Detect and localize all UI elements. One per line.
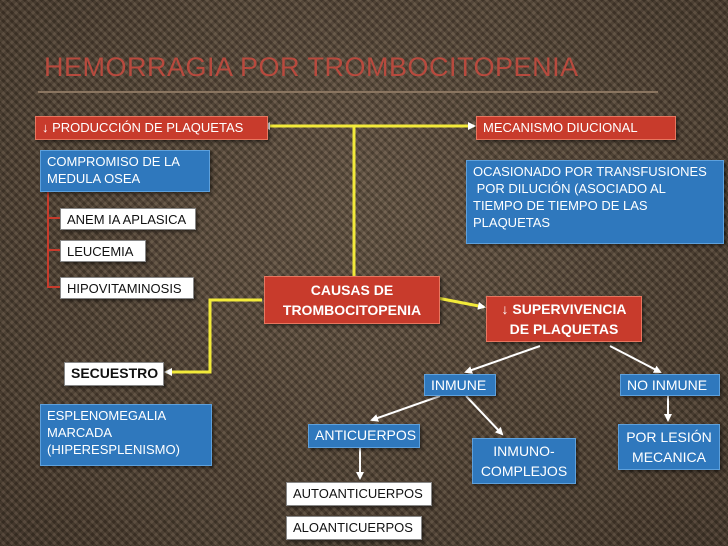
connector-causas-supervivencia xyxy=(431,295,486,310)
connector-supervivencia-inmune xyxy=(464,345,541,374)
node-causas-trombocitopenia: CAUSAS DE TROMBOCITOPENIA xyxy=(264,276,440,324)
node-ocasionado-line3: TIEMPO DE TIEMPO DE LAS xyxy=(473,198,648,213)
node-ocasionado-line1: OCASIONADO POR TRANSFUSIONES xyxy=(473,164,707,179)
node-produccion-label: ↓ PRODUCCIÓN DE PLAQUETAS xyxy=(42,120,244,135)
node-leucemia: LEUCEMIA xyxy=(60,240,146,262)
node-inmune: INMUNE xyxy=(424,374,496,396)
node-aloanticuerpos: ALOANTICUERPOS xyxy=(286,516,422,540)
node-esplenomegalia-line3: (HIPERESPLENISMO) xyxy=(47,442,180,457)
node-leucemia-label: LEUCEMIA xyxy=(67,244,134,259)
node-causas-line1: CAUSAS DE xyxy=(310,282,394,298)
node-no-inmune: NO INMUNE xyxy=(620,374,720,396)
node-no-inmune-label: NO INMUNE xyxy=(627,377,708,393)
node-secuestro-label: SECUESTRO xyxy=(71,365,159,381)
node-supervivencia-line1: ↓ SUPERVIVENCIA xyxy=(501,301,627,317)
node-inmunocomplejos-line1: INMUNO- xyxy=(493,443,555,459)
node-causas-line2: TROMBOCITOPENIA xyxy=(282,302,422,318)
node-aloanticuerpos-label: ALOANTICUERPOS xyxy=(293,520,413,535)
node-lesion-line1: POR LESIÓN xyxy=(626,429,712,445)
node-compromiso-line1: COMPROMISO DE LA xyxy=(47,154,180,169)
page-title: HEMORRAGIA POR TROMBOCITOPENIA xyxy=(44,52,579,82)
node-ocasionado-line4: PLAQUETAS xyxy=(473,215,551,230)
connector-supervivencia-noinmune xyxy=(609,345,662,373)
node-supervivencia-line2: DE PLAQUETAS xyxy=(509,321,619,337)
title-underline xyxy=(38,91,658,93)
node-inmune-label: INMUNE xyxy=(431,377,487,393)
node-produccion-plaquetas: ↓ PRODUCCIÓN DE PLAQUETAS xyxy=(35,116,268,140)
node-autoanticuerpos: AUTOANTICUERPOS xyxy=(286,482,432,506)
node-lesion-line2: MECANICA xyxy=(632,449,706,465)
node-mecanismo-diucional: MECANISMO DIUCIONAL xyxy=(476,116,676,140)
node-esplenomegalia: ESPLENOMEGALIA MARCADA (HIPERESPLENISMO) xyxy=(40,404,212,466)
node-compromiso-medula: COMPROMISO DE LA MEDULA OSEA xyxy=(40,150,210,192)
node-hipovitaminosis: HIPOVITAMINOSIS xyxy=(60,277,194,299)
node-ocasionado-line2: POR DILUCIÓN (ASOCIADO AL xyxy=(473,181,666,196)
connector-causas-secuestro xyxy=(164,298,262,376)
node-secuestro: SECUESTRO xyxy=(64,362,164,386)
node-inmunocomplejos-line2: COMPLEJOS xyxy=(480,463,568,479)
node-supervivencia-plaquetas: ↓ SUPERVIVENCIA DE PLAQUETAS xyxy=(486,296,642,342)
connector-inmune-anticuerpos xyxy=(370,395,441,422)
node-compromiso-line2: MEDULA OSEA xyxy=(47,171,141,186)
node-ocasionado-transfusiones: OCASIONADO POR TRANSFUSIONES POR DILUCIÓ… xyxy=(466,160,724,244)
node-lesion-mecanica: POR LESIÓN MECANICA xyxy=(618,424,720,470)
node-anemia-aplasica: ANEM IA APLASICA xyxy=(60,208,196,230)
node-anemia-label: ANEM IA APLASICA xyxy=(67,212,187,227)
node-mecanismo-label: MECANISMO DIUCIONAL xyxy=(483,120,638,135)
node-inmunocomplejos: INMUNO- COMPLEJOS xyxy=(472,438,576,484)
node-anticuerpos: ANTICUERPOS xyxy=(308,424,420,448)
node-autoanticuerpos-label: AUTOANTICUERPOS xyxy=(293,486,423,501)
node-hipovitaminosis-label: HIPOVITAMINOSIS xyxy=(67,281,182,296)
node-anticuerpos-label: ANTICUERPOS xyxy=(315,427,417,443)
node-esplenomegalia-line2: MARCADA xyxy=(47,425,113,440)
node-esplenomegalia-line1: ESPLENOMEGALIA xyxy=(47,408,167,423)
connector-inmune-inmunocomplejos xyxy=(465,395,504,436)
